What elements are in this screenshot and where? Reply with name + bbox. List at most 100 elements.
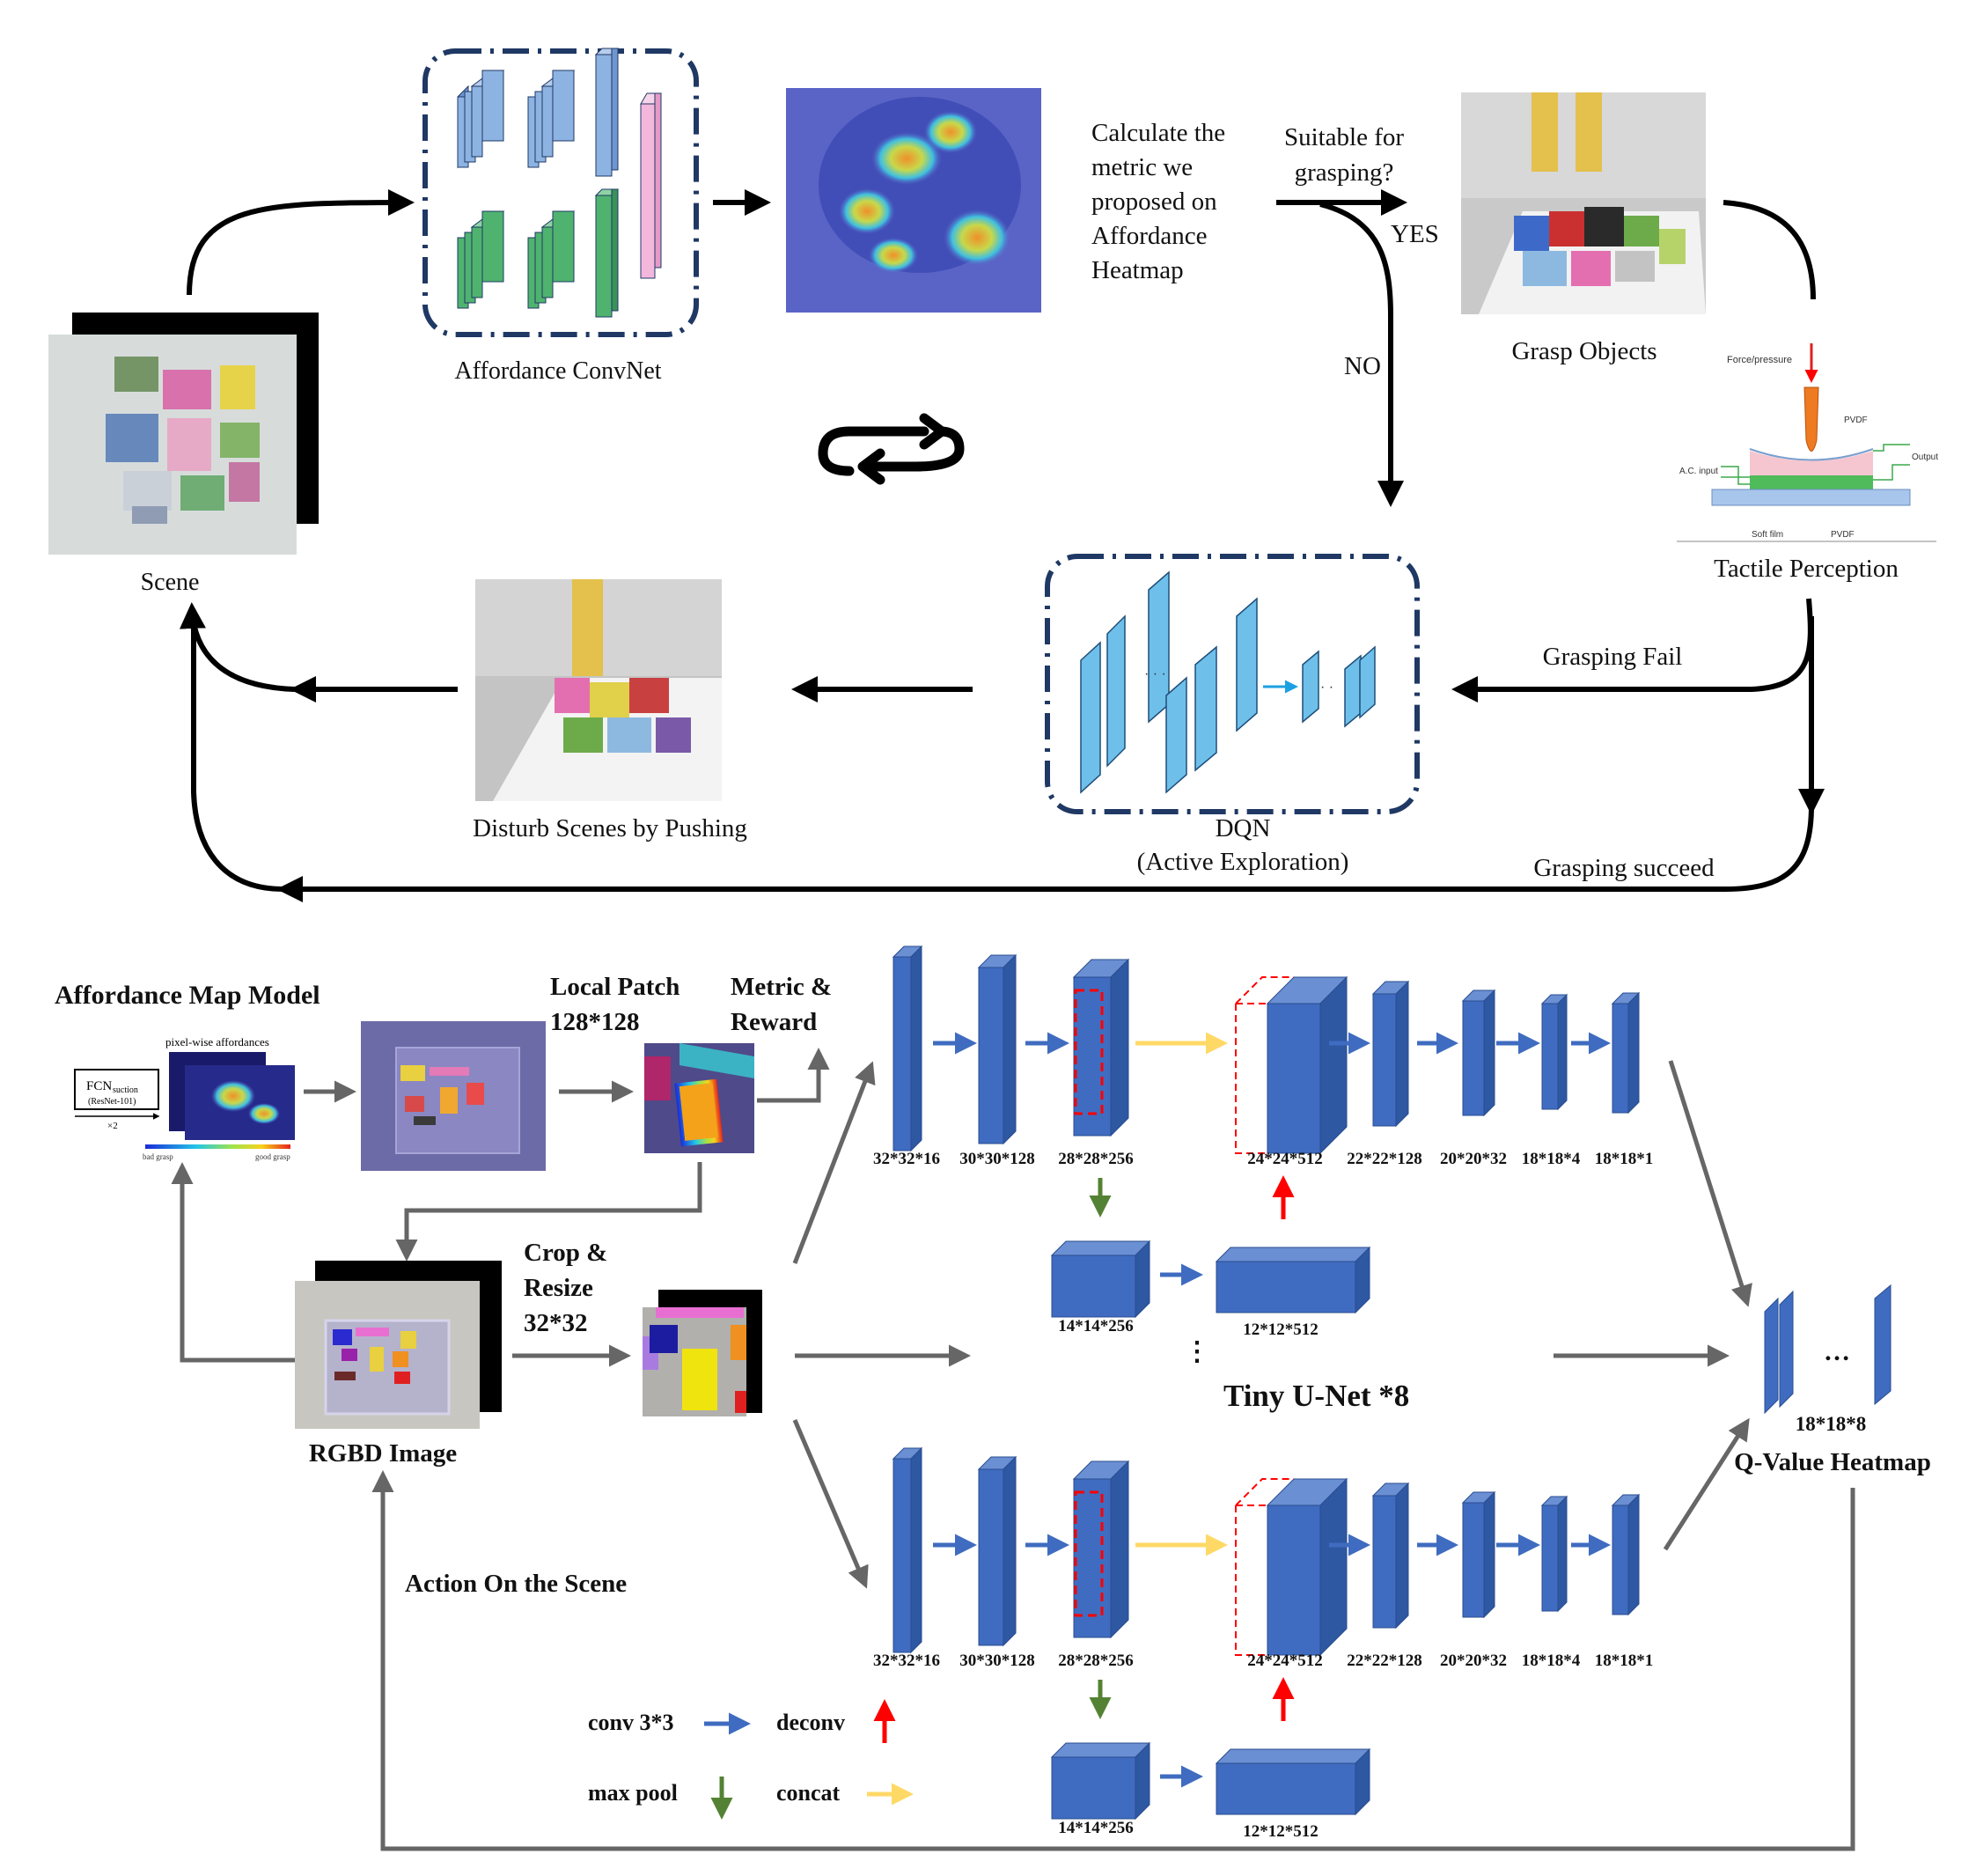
unet-pool-block-1 (1050, 1741, 1151, 1821)
unet-block-8 (1611, 991, 1641, 1115)
arrow-patch-to-rgbd (395, 1162, 702, 1262)
arrow-unet-bottom-to-q (1663, 1417, 1750, 1551)
tactile-ac-input: A.C. input (1679, 467, 1718, 476)
crop-line-2: Resize (524, 1274, 593, 1302)
unet-block-3 (1072, 958, 1130, 1137)
cropped-image (643, 1290, 762, 1416)
unet-dim-label-1: 32*32*16 (873, 1652, 940, 1670)
tactile-label: Tactile Perception (1714, 555, 1899, 583)
action-label: Action On the Scene (405, 1570, 627, 1598)
dqn-label: DQN (1216, 814, 1271, 842)
unet-pool-dim-2: 12*12*512 (1243, 1822, 1319, 1841)
calc-line-2: metric we (1091, 153, 1193, 181)
arrow-scene-to-convnet (187, 189, 415, 296)
good-grasp: good grasp (255, 1152, 290, 1161)
arrow-rgbd-to-fcn (171, 1162, 295, 1363)
calc-line-4: Affordance (1091, 222, 1208, 250)
unet-block-1 (892, 945, 923, 1152)
tiny-unet-label: Tiny U-Net *8 (1223, 1379, 1409, 1413)
tactile-soft-film: Soft film (1752, 530, 1783, 540)
unet-dim-label-6: 20*20*32 (1440, 1652, 1507, 1670)
grasp-objects-label: Grasp Objects (1511, 337, 1656, 365)
unet-dim-label-8: 18*18*1 (1595, 1150, 1654, 1168)
fcn-sub: suction (113, 1085, 138, 1095)
arrow-action-on-scene (371, 1470, 1855, 1851)
unet-dim-label-1: 32*32*16 (873, 1150, 940, 1168)
affordance-map-image (361, 1021, 546, 1171)
legend-deconv-label: deconv (776, 1710, 845, 1735)
unet-pool-block-1 (1050, 1240, 1151, 1319)
vertical-dots: ⋮ (1184, 1337, 1210, 1366)
unet-pool-dim-1: 14*14*256 (1058, 1819, 1134, 1837)
dqn-frame (1045, 554, 1420, 814)
tactile-sensor-diagram: Force/pressure PVDF Output A.C. input So… (1677, 343, 1938, 542)
suitable-line-1: Suitable for (1284, 123, 1404, 151)
unet-dim-label-7: 18*18*4 (1522, 1652, 1581, 1670)
unet-block-5 (1371, 980, 1410, 1128)
tactile-pvdf-top: PVDF (1844, 416, 1868, 425)
bad-grasp: bad grasp (143, 1152, 173, 1161)
legend-concat-label: concat (776, 1780, 841, 1806)
unet-pool-block-2 (1215, 1246, 1371, 1314)
arrow-no (1319, 202, 1404, 507)
dqn-sub-label: (Active Exploration) (1137, 848, 1349, 876)
unet-block-6 (1461, 1490, 1496, 1619)
unet-dim-label-2: 30*30*128 (959, 1652, 1035, 1670)
svg-text:· ·: · · (1320, 680, 1333, 695)
legend-maxpool-label: max pool (588, 1780, 678, 1806)
probe-tip (1803, 386, 1819, 452)
convnet-green-blocks (457, 188, 620, 318)
calc-line-1: Calculate the (1091, 119, 1225, 147)
unet-dim-label-2: 30*30*128 (959, 1150, 1035, 1168)
arrow-patch-to-metric (757, 1048, 830, 1103)
grasp-objects-image (1461, 92, 1706, 314)
scene-label: Scene (141, 569, 200, 596)
arrow-grasp-to-tactile (1723, 200, 1816, 300)
affordance-convnet-label: Affordance ConvNet (454, 357, 661, 385)
calc-line-5: Heatmap (1091, 256, 1184, 284)
qvalue-blocks (1764, 1284, 1892, 1415)
unet-dim-label-3: 28*28*256 (1058, 1652, 1134, 1670)
unet-block-7 (1540, 1495, 1568, 1613)
metric-reward-line-1: Metric & (731, 973, 832, 1001)
loop-icon (818, 413, 965, 485)
legend: conv 3*3 deconv max pool concat (588, 1699, 914, 1820)
convnet-frame (422, 48, 699, 337)
grasping-fail-label: Grasping Fail (1543, 643, 1683, 671)
unet-block-2 (977, 953, 1017, 1145)
unet-dim-label-4: 24*24*512 (1247, 1652, 1323, 1670)
unet-dim-label-8: 18*18*1 (1595, 1652, 1654, 1670)
unet-block-4 (1266, 1477, 1348, 1657)
unet-dim-label-5: 22*22*128 (1347, 1652, 1422, 1670)
unet-block-1 (892, 1446, 923, 1654)
grasping-succeed-label: Grasping succeed (1533, 854, 1715, 882)
unet-block-3 (1072, 1460, 1130, 1639)
qvalue-dim: 18*18*8 (1796, 1413, 1867, 1435)
unet-concat-ghost (1235, 976, 1294, 1154)
rgbd-label: RGBD Image (309, 1439, 457, 1468)
scene-image (48, 313, 319, 555)
fcn-mini-figure: FCN suction (ResNet-101) ×2 pixel-wise a… (74, 1035, 295, 1161)
yes-label: YES (1391, 220, 1439, 248)
fcn-label: FCN (86, 1079, 112, 1093)
dqn-network: · · · · · (1045, 554, 1420, 814)
unet-block-6 (1461, 989, 1496, 1117)
unet-skip-marker (1074, 1490, 1104, 1617)
arrow-grasp-succeed (276, 805, 1814, 902)
unet-dim-label-6: 20*20*32 (1440, 1150, 1507, 1168)
affordance-convnet (422, 48, 699, 337)
convnet-pink-block (640, 92, 662, 279)
local-patch-line-2: 128*128 (550, 1008, 640, 1036)
affordance-model-label: Affordance Map Model (55, 981, 320, 1010)
fcn-x2: ×2 (107, 1121, 118, 1131)
calculate-metric-text: Calculate the metric we proposed on Affo… (1091, 119, 1225, 284)
unet-dim-label-7: 18*18*4 (1522, 1150, 1581, 1168)
unet-pool-block-2 (1215, 1747, 1371, 1816)
arrow-to-unet-top (792, 1061, 876, 1264)
arrow-unet-top-to-q (1668, 1060, 1752, 1307)
unet-dim-label-4: 24*24*512 (1247, 1150, 1323, 1168)
suitable-line-2: grasping? (1295, 158, 1394, 187)
disturb-scene-image (475, 579, 722, 801)
convnet-blue-blocks (457, 48, 620, 177)
